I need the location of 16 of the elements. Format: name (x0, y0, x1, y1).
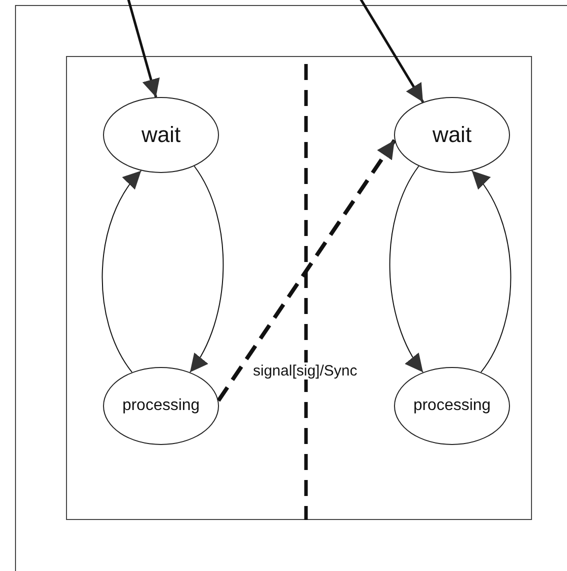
transition-arrow (190, 166, 224, 373)
edge-label: signal[sig]/Sync (252, 362, 358, 380)
state-ellipse (394, 97, 510, 173)
transition-arrow (216, 139, 396, 402)
transition-arrow (471, 170, 512, 373)
transition-arrow (358, 0, 424, 103)
state-name: processing (413, 397, 491, 415)
state-ellipse (103, 97, 219, 173)
transition-arrow (126, 0, 160, 98)
state-name: processing (122, 397, 200, 415)
state-name: wait (432, 122, 472, 148)
transition-arrow (389, 166, 424, 373)
transition-arrow (102, 170, 142, 373)
state-name: wait (141, 122, 181, 148)
state-ellipse (103, 367, 219, 445)
state-ellipse (394, 367, 510, 445)
